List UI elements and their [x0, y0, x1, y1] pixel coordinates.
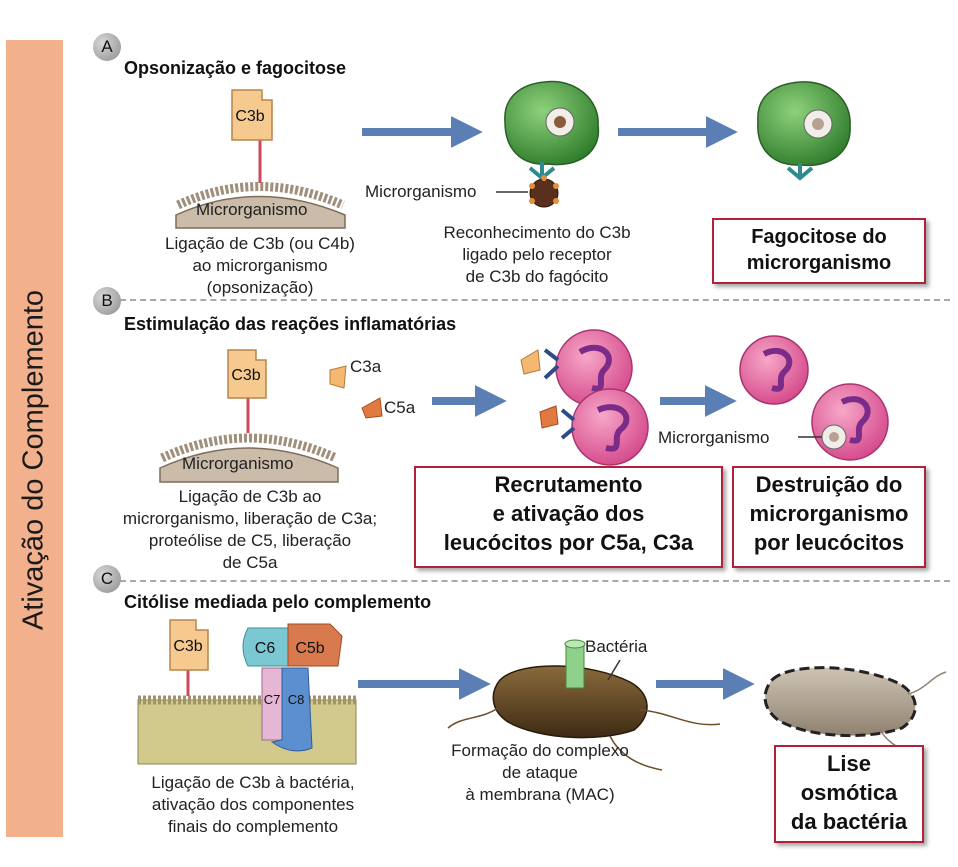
panel-letter-c: C — [93, 565, 121, 593]
panel-title-b: Estimulação das reações inflamatórias — [124, 314, 457, 334]
c5b-shape — [287, 623, 343, 667]
caption-c: Ligação de C3b à bactéria, ativação dos … — [151, 773, 355, 836]
panel-title-c: Citólise mediada pelo complemento — [124, 592, 432, 612]
divider-bc — [120, 580, 950, 582]
divider-ab — [120, 299, 950, 301]
c3b-shape-c — [169, 619, 209, 671]
c3b-shape-b — [227, 349, 267, 399]
c3b-label-a: C3b — [235, 108, 264, 125]
c3b-shape-a — [231, 89, 273, 141]
neutrophil-4 — [811, 383, 889, 461]
c3a-label: C3a — [350, 357, 382, 376]
microbe-label-b: Microrganismo — [182, 454, 294, 473]
c5a-label: C5a — [384, 398, 416, 417]
c8-shape — [270, 667, 313, 752]
result-box-phagocytosis: Fagocitose do microrganismo — [712, 218, 926, 284]
result-box-destruction: Destruição do microrganismo por leucócit… — [732, 466, 926, 568]
c3b-label-c: C3b — [173, 638, 202, 655]
mac-caption: Formação do complexo de ataque à membran… — [451, 741, 629, 804]
result-box-recruitment: Recrutamento e ativação dos leucócitos p… — [414, 466, 723, 568]
c5a-fragment — [361, 397, 383, 419]
c3a-fragment — [329, 365, 347, 389]
lysed-bacterium — [763, 666, 947, 757]
neutrophil-2 — [539, 388, 649, 466]
sidebar-panel: Ativação do Complemento — [6, 40, 63, 837]
microbe-pointer-label-b: Microrganismo — [658, 428, 770, 447]
bacterium — [447, 639, 721, 771]
recognition-caption: Reconhecimento do C3b ligado pelo recept… — [443, 223, 631, 286]
membrane-c — [137, 695, 357, 765]
membrane-b — [159, 433, 339, 483]
panel-letter-a: A — [93, 33, 121, 61]
result-box-lysis: Lise osmótica da bactéria — [774, 745, 924, 843]
c6-shape — [242, 627, 289, 667]
caption-a: Ligação de C3b (ou C4b) ao microrganismo… — [165, 234, 355, 297]
phagocyte-1 — [504, 80, 600, 181]
panel-letter-b: B — [93, 287, 121, 315]
c6-label: C6 — [255, 640, 276, 657]
neutrophil-3 — [739, 335, 809, 405]
microbe-label-a: Microrganismo — [196, 200, 308, 219]
c7-label: C7 — [264, 692, 281, 707]
phagocyte-2 — [757, 81, 851, 181]
c8-label: C8 — [288, 692, 305, 707]
c5b-label: C5b — [295, 640, 324, 657]
caption-b: Ligação de C3b ao microrganismo, liberaç… — [122, 487, 378, 572]
microbe-pointer-label-a: Microrganismo — [365, 182, 477, 201]
bacteria-label: Bactéria — [585, 637, 648, 656]
microbe-bead-a — [529, 175, 559, 208]
c3b-label-b: C3b — [231, 367, 260, 384]
membrane-a — [175, 182, 346, 229]
panel-title-a: Opsonização e fagocitose — [124, 58, 347, 78]
